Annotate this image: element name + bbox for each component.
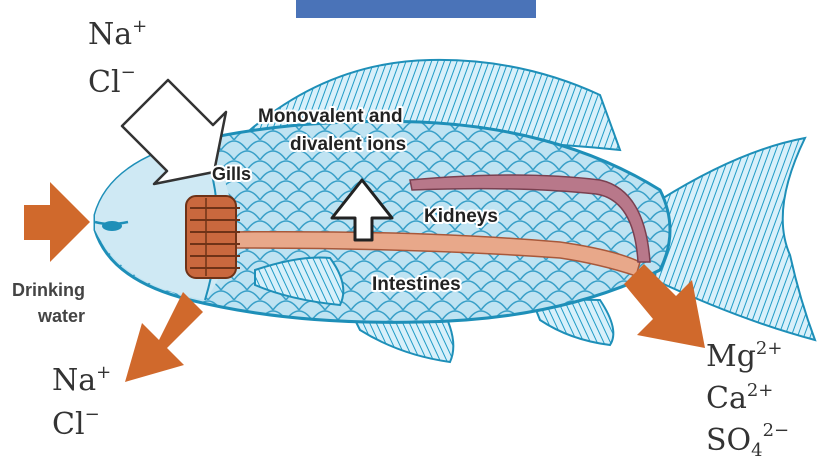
gills (186, 196, 240, 278)
out-ion-ca: Ca2+ (706, 380, 773, 416)
title-bar (296, 0, 536, 18)
out-ion-cl: Cl− (52, 404, 100, 442)
monovalent-label-line2: divalent ions (290, 134, 406, 155)
out-ion-na: Na+ (52, 362, 111, 398)
monovalent-label-line1: Monovalent and (258, 106, 403, 127)
drinking-arrow-icon (24, 182, 90, 262)
drinking-label-line1: Drinking (12, 280, 85, 300)
intake-ion-na: Na+ (88, 16, 147, 52)
gills-label: Gills (212, 164, 251, 184)
kidneys-label: Kidneys (424, 206, 498, 227)
gill-excretion-arrow-icon (125, 292, 203, 382)
intestines-label: Intestines (372, 274, 461, 295)
intake-ion-cl: Cl− (88, 62, 136, 100)
out-ion-so4: SO42− (706, 420, 789, 459)
out-ion-mg: Mg2+ (706, 338, 782, 374)
eye (102, 221, 122, 231)
drinking-label-line2: water (37, 306, 85, 326)
